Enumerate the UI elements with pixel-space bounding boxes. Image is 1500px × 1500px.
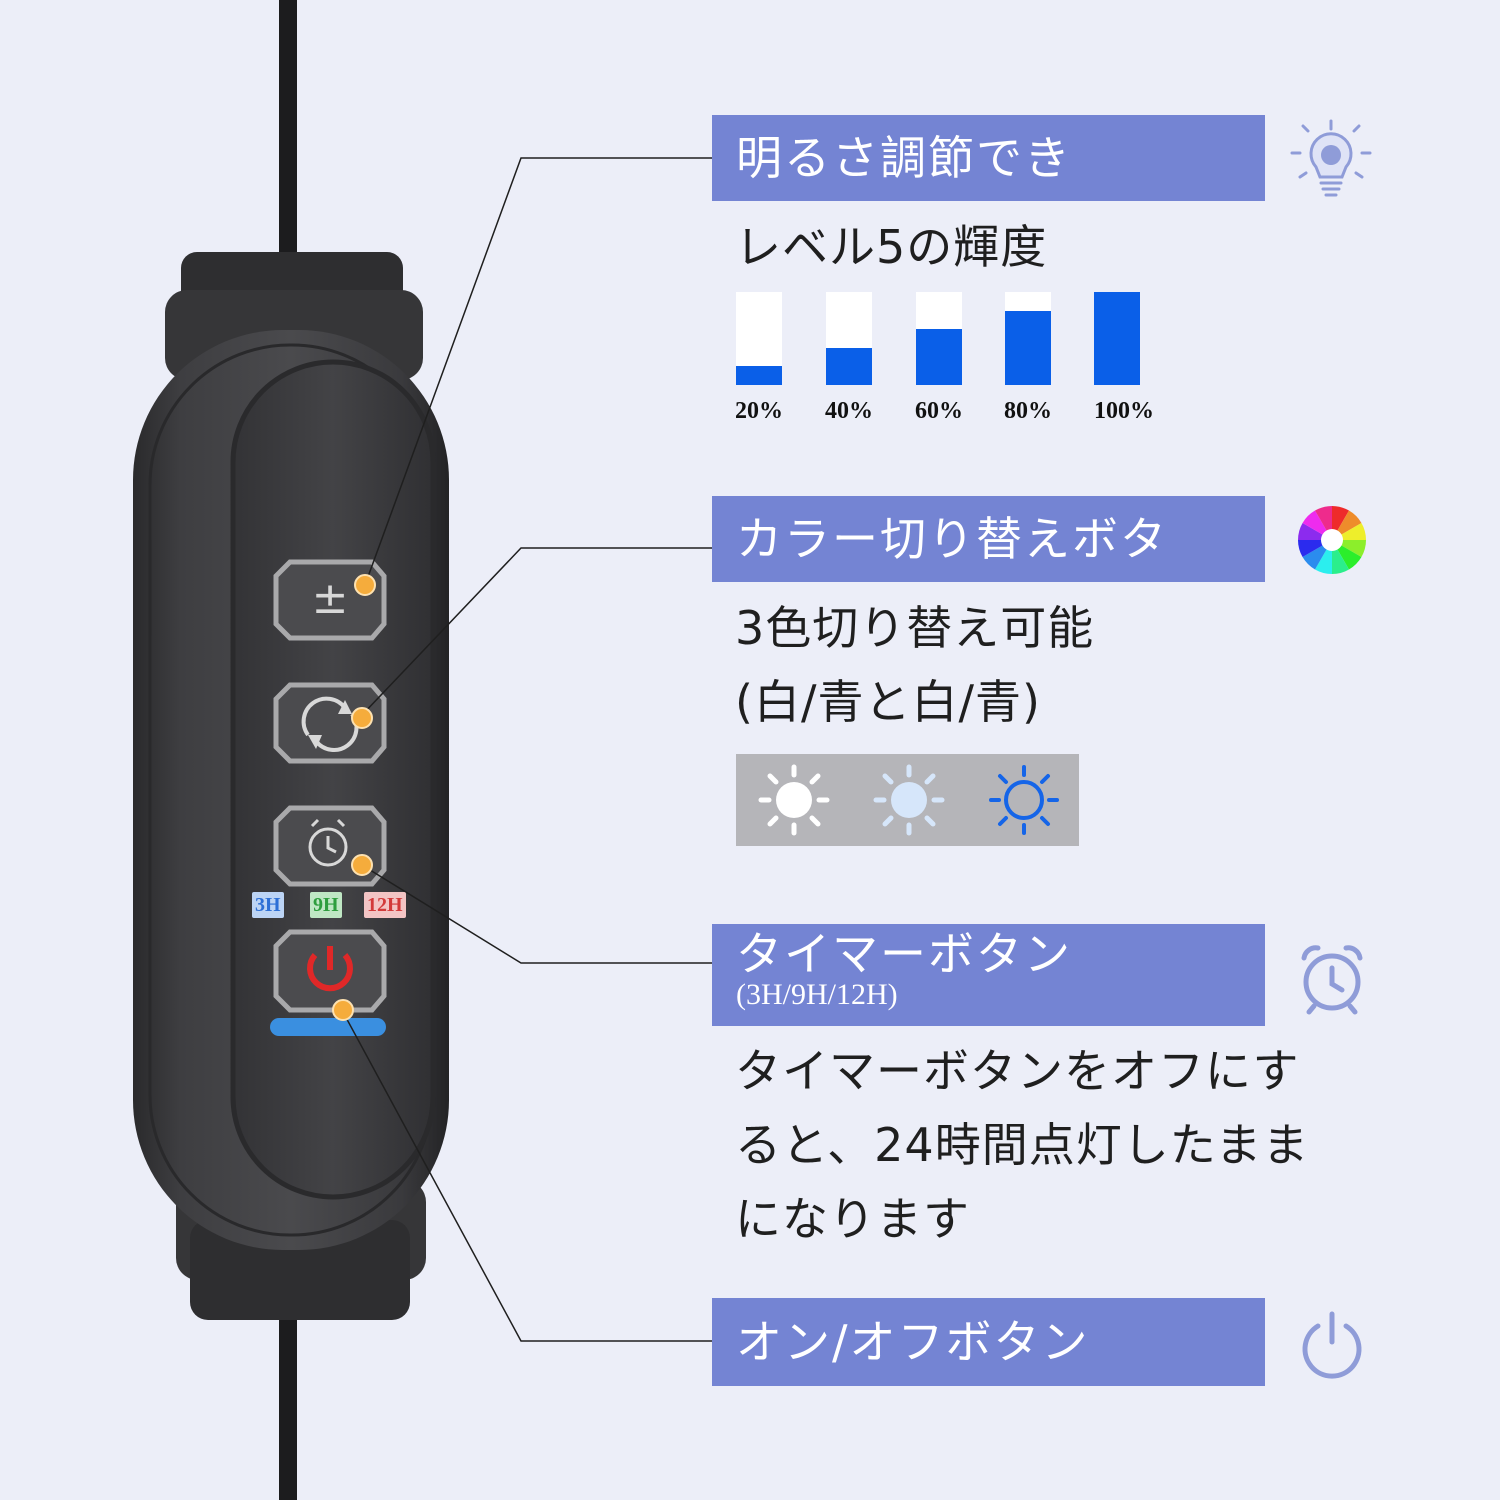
level-bar-100 (1094, 292, 1140, 385)
level-bar-20 (736, 292, 782, 385)
white-sun-icon (758, 764, 830, 836)
blue-sun-icon (989, 765, 1059, 835)
leader-lines (342, 157, 712, 1342)
level-bar-40 (826, 292, 872, 385)
color-line-2: (白/青と白/青) (735, 675, 1041, 729)
timer-options: (3H/9H/12H) (736, 978, 898, 1011)
level-label-40: 40% (825, 398, 873, 424)
light-blue-sun-icon (873, 764, 945, 836)
color-banner: カラー切り替えボタ (712, 496, 1265, 582)
power-indicator-strip (270, 1018, 386, 1036)
brightness-title: 明るさ調節でき (736, 131, 1072, 185)
color-wheel-icon (1298, 506, 1366, 574)
timer-line-2: ると、24時間点灯したまま (735, 1118, 1310, 1172)
timer-chip-3h: 3H (252, 892, 284, 918)
timer-chip-12h: 12H (364, 892, 406, 918)
timer-banner: タイマーボタン (3H/9H/12H) (712, 924, 1265, 1026)
level-label-60: 60% (915, 398, 963, 424)
brightness-banner: 明るさ調節でき (712, 115, 1265, 201)
color-swatches (736, 754, 1079, 846)
color-title: カラー切り替えボタ (736, 512, 1168, 566)
timer-chip-9h: 9H (310, 892, 342, 918)
callout-markers (332, 574, 376, 1021)
controller-face (230, 359, 436, 1200)
level-label-20: 20% (735, 398, 783, 424)
cycle-button[interactable] (273, 682, 387, 764)
svg-text:±: ± (312, 573, 349, 624)
plus-minus-button[interactable]: ± (273, 559, 387, 641)
level-label-100: 100% (1094, 398, 1154, 424)
brightness-subtitle: レベル5の輝度 (735, 220, 1048, 274)
power-banner: オン/オフボタン (712, 1298, 1265, 1386)
level-bar-80 (1005, 292, 1051, 385)
timer-line-3: になります (735, 1192, 970, 1246)
alarm-clock-icon (1301, 945, 1363, 1015)
timer-line-1: タイマーボタンをオフにす (735, 1044, 1300, 1098)
timer-title: タイマーボタン (736, 927, 1072, 981)
power-button[interactable] (273, 929, 387, 1013)
level-label-80: 80% (1004, 398, 1052, 424)
lightbulb-icon (1290, 119, 1372, 197)
power-icon (1302, 1311, 1362, 1379)
color-line-1: 3色切り替え可能 (735, 601, 1095, 655)
level-bar-60 (916, 292, 962, 385)
power-title: オン/オフボタン (736, 1315, 1090, 1369)
cable (279, 0, 297, 1500)
